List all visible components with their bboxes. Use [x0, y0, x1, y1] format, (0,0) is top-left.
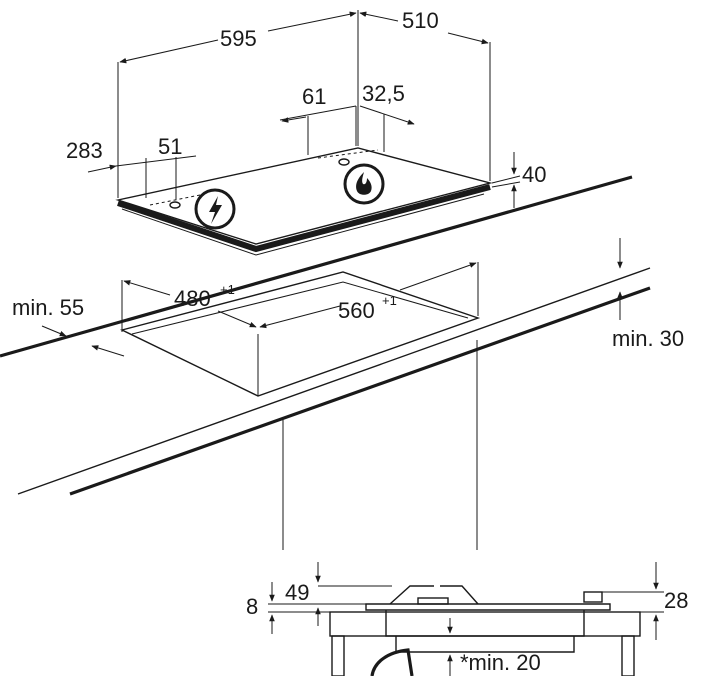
label-480-tolerance: +1 [220, 282, 235, 297]
label-40: 40 [522, 162, 546, 187]
label-510: 510 [402, 8, 439, 33]
label-8: 8 [246, 594, 258, 619]
label-283: 283 [66, 138, 103, 163]
label-480: 480 [174, 286, 211, 311]
label-595: 595 [220, 26, 257, 51]
label-min-55: min. 55 [12, 295, 84, 320]
hob-dimension-lines [87, 10, 521, 208]
dimension-labels: 595 510 61 32,5 283 51 40 480 +1 560 +1 … [12, 8, 688, 675]
label-32-5: 32,5 [362, 81, 405, 106]
label-49: 49 [285, 580, 309, 605]
label-51: 51 [158, 134, 182, 159]
hob-unit [115, 147, 493, 256]
label-61: 61 [302, 84, 326, 109]
cutout-dimension-lines [41, 238, 623, 357]
worktop [0, 175, 651, 550]
label-560: 560 [338, 298, 375, 323]
label-min-30: min. 30 [612, 326, 684, 351]
label-560-tolerance: +1 [382, 293, 397, 308]
label-min-20: *min. 20 [460, 650, 541, 675]
label-28: 28 [664, 588, 688, 613]
lightning-bolt-icon [194, 188, 236, 230]
cross-section [268, 562, 664, 676]
flame-icon [343, 163, 385, 205]
